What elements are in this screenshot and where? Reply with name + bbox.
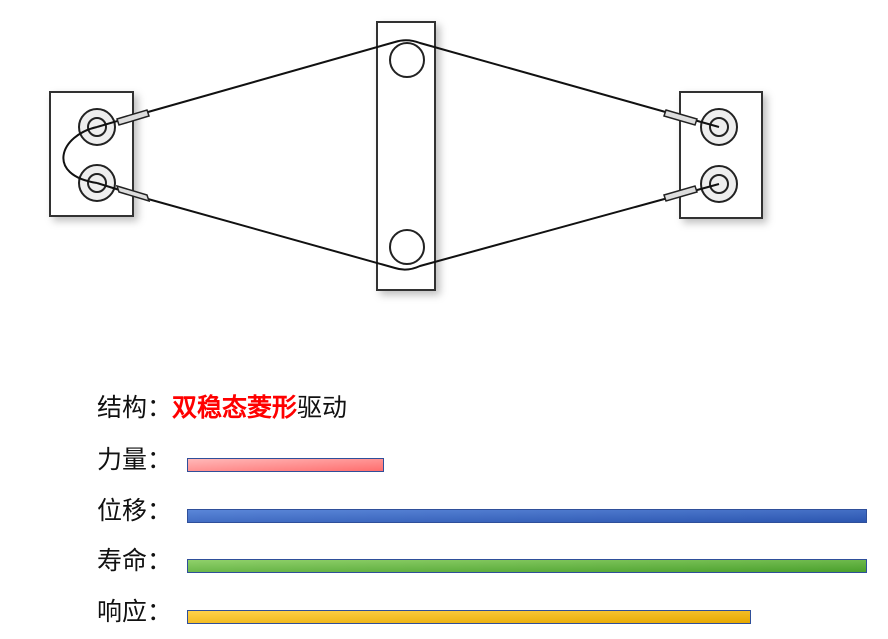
structure-line: 结构：双稳态菱形驱动 (97, 393, 347, 423)
center-pulley-icon (389, 229, 425, 265)
metric-label: 响应： (97, 597, 173, 626)
center-pulley-icon (389, 42, 425, 78)
wire-sleeve (663, 109, 698, 126)
rhombus-mechanism-diagram (49, 21, 763, 291)
metric-bar (187, 610, 751, 624)
metric-label: 位移： (97, 496, 173, 525)
wire-sleeve (116, 109, 150, 126)
structure-label: 结构： (97, 393, 173, 422)
metric-bar (187, 458, 384, 472)
metric-label: 力量： (97, 445, 173, 474)
structure-highlight: 双稳态菱形 (172, 393, 298, 422)
wire (62, 39, 720, 271)
metric-label: 寿命： (97, 546, 173, 575)
wire-sleeve (115, 184, 151, 203)
metric-bar (187, 509, 867, 523)
wire-sleeve (663, 185, 698, 202)
metric-bar (187, 559, 867, 573)
structure-suffix: 驱动 (297, 393, 348, 422)
